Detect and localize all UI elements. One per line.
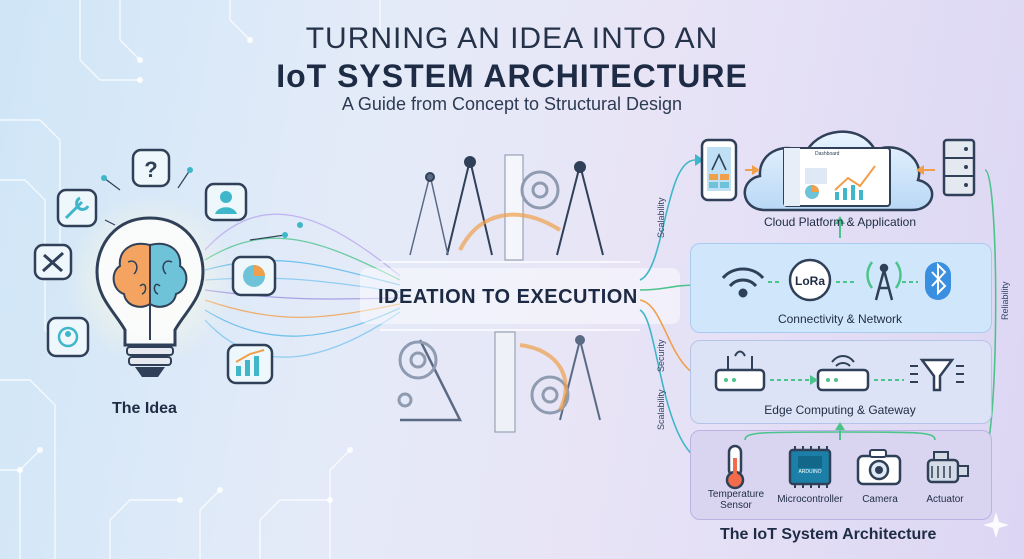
thermometer-icon [725,444,745,490]
antenna-tower-icon [866,261,902,301]
subtitle: A Guide from Concept to Structural Desig… [341,94,683,114]
drafting-tools-bottom [400,331,601,433]
architecture-title: The IoT System Architecture [720,526,937,543]
device-actuator: Actuator [926,494,964,505]
wrench-bubble-icon [56,188,98,228]
device-temperature-line1: Temperature [707,489,765,500]
title-line-2: IoT SYSTEM ARCHITECTURE [276,58,748,94]
bar-chart-bubble-icon [226,343,274,385]
circuit-lines [0,0,381,559]
security-label: Security [656,339,666,372]
scalability-label-bottom: Scalability [656,389,666,430]
device-temperature-line2: Sensor [720,500,752,511]
device-temperature-sensor: Temperature Sensor [696,489,776,511]
actuator-icon [926,451,969,484]
gear-icon [520,170,560,210]
router-icon [714,350,766,392]
ideation-banner: IDEATION TO EXECUTION [378,286,638,308]
drafting-tools-top [409,154,604,261]
bluetooth-icon [925,262,951,300]
filter-icon [910,358,964,392]
tools-bubble-icon [33,243,73,281]
camera-icon [856,449,902,486]
person-bubble-icon [46,316,90,358]
server-icon [942,138,976,197]
idea-label: The Idea [112,400,177,417]
svg-text:?: ? [144,157,157,182]
lora-icon [788,258,832,302]
cloud-layer-label: Cloud Platform & Application [763,215,917,229]
cloud-icon [743,130,934,212]
smartphone-icon [700,138,738,202]
question-bubble-icon: ? [131,148,171,188]
gateway-icon [816,355,870,392]
pie-chart-bubble-icon [231,255,277,297]
wifi-icon [721,267,765,298]
microcontroller-icon [788,446,832,488]
reliability-label: Reliability [1000,281,1010,320]
scalability-label-top: Scalability [656,197,666,238]
device-microcontroller: Microcontroller [777,494,843,505]
connectivity-layer-label: Connectivity & Network [777,312,903,326]
beam-lines [380,261,640,331]
user-bubble-icon [204,182,248,222]
title-line-1: TURNING AN IDEA INTO AN [305,22,719,55]
device-camera: Camera [862,494,898,505]
lightbulb-icon [95,216,205,377]
board-label: ARDUINO [798,469,822,475]
brain-icon [112,242,188,308]
lora-label: LoRa [795,274,825,288]
edge-layer-label: Edge Computing & Gateway [764,403,916,417]
dashboard-label: Dashboard [815,151,840,157]
